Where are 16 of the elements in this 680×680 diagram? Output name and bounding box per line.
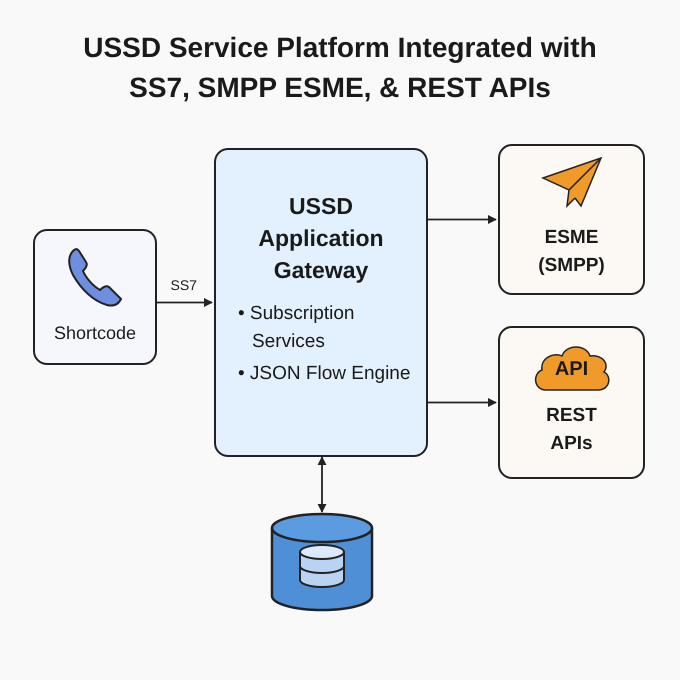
node-label: REST APIs <box>545 404 598 456</box>
node-label: Shortcode <box>54 323 136 344</box>
arrow <box>318 456 326 513</box>
bullet-item: • JSON Flow Engine <box>238 362 412 386</box>
arrow <box>157 298 213 307</box>
gateway-box <box>214 148 428 457</box>
node-title: USSD Application Gateway <box>257 192 385 285</box>
source-box <box>33 229 157 365</box>
bullet-item: • Subscription Services <box>238 302 356 354</box>
service-box <box>498 144 645 295</box>
arrow <box>428 398 497 407</box>
arrow <box>428 215 497 224</box>
title-text: USSD Service Platform Integrated with SS7, SMPP ESME, & REST APIs <box>82 31 598 105</box>
node-label: ESME (SMPP) <box>537 226 606 278</box>
service-box <box>498 326 645 479</box>
cloud-text: API <box>554 358 590 381</box>
